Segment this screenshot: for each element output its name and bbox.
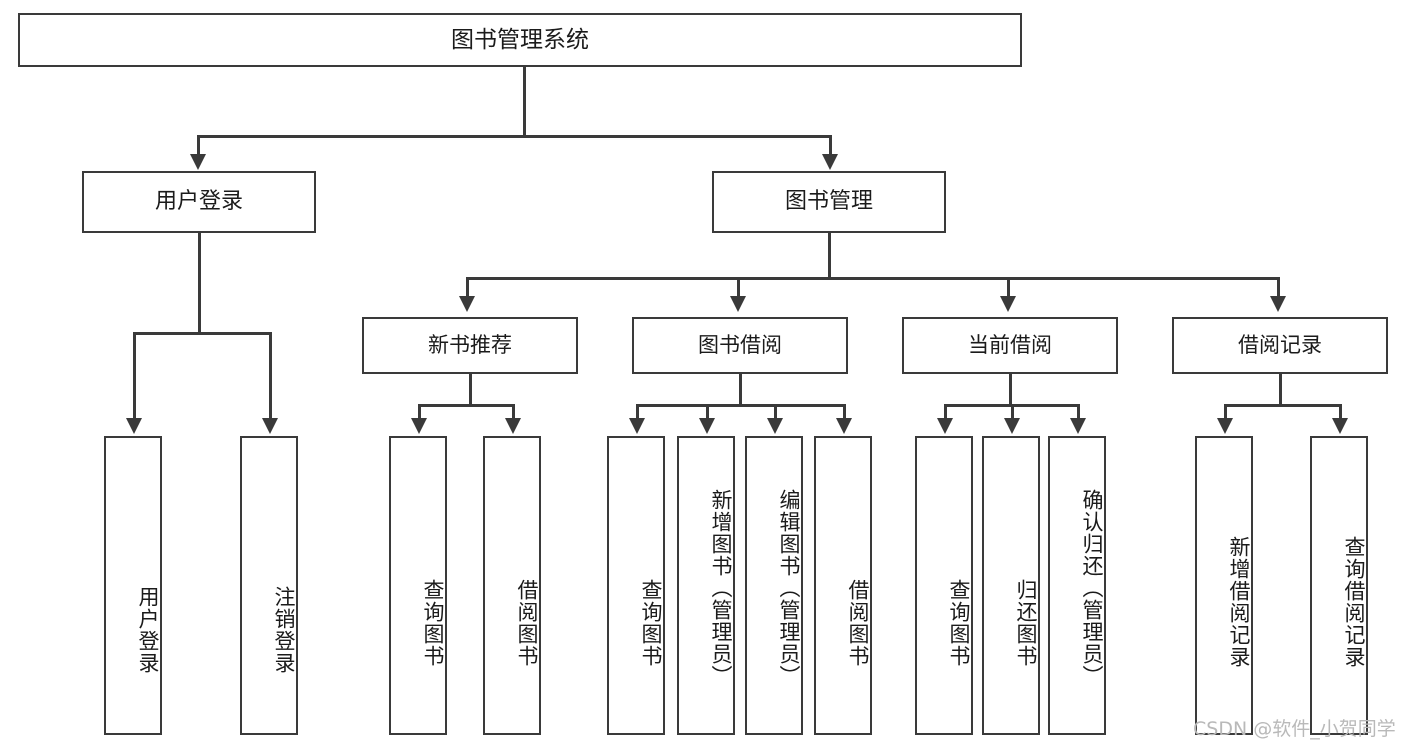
node-label: 归还图书 [1014,578,1038,667]
node-label: 借阅图书 [846,578,870,667]
arrow-to-query-book-2 [629,418,645,434]
connector-user-login-stem [198,233,201,334]
node-current-borrow[interactable]: 当前借阅 [902,317,1118,374]
node-label: 查询借阅记录 [1342,535,1366,668]
node-label: 新增图书（管理员） [709,488,733,687]
connector-bookborrow-bus [636,404,845,407]
leaf-borrow-book-newbook[interactable]: 借阅图书 [483,436,541,735]
leaf-borrow-book-borrow[interactable]: 借阅图书 [814,436,872,735]
node-root-book-management-system[interactable]: 图书管理系统 [18,13,1022,67]
arrow-to-current-borrow [1000,296,1016,312]
node-label: 注销登录 [272,585,296,674]
node-new-book-recommend[interactable]: 新书推荐 [362,317,578,374]
node-label: 借阅图书 [515,578,539,667]
arrow-to-add-borrow-record [1217,418,1233,434]
node-user-login[interactable]: 用户登录 [82,171,316,233]
connector-cb-branch-1 [944,404,947,420]
connector-bb-branch-4 [843,404,846,420]
node-label: 借阅记录 [1238,333,1322,358]
connector-bb-branch-2 [706,404,709,420]
leaf-user-login[interactable]: 用户登录 [104,436,162,735]
connector-book-management-bus [466,277,1280,280]
arrow-to-book-borrow [730,296,746,312]
connector-newbook-stem [469,374,472,406]
leaf-logout[interactable]: 注销登录 [240,436,298,735]
connector-bm-branch-4 [1277,277,1280,299]
connector-root-bus [197,135,832,138]
node-label: 图书借阅 [698,333,782,358]
node-label: 查询图书 [947,578,971,667]
leaf-query-borrow-record[interactable]: 查询借阅记录 [1310,436,1368,735]
arrow-to-edit-book [767,418,783,434]
arrow-to-query-book-1 [411,418,427,434]
connector-br-branch-2 [1339,404,1342,420]
connector-user-login-bus [133,332,271,335]
connector-currentborrow-stem [1009,374,1012,406]
node-label: 用户登录 [154,189,243,215]
arrow-to-query-borrow-record [1332,418,1348,434]
node-label: 确认归还（管理员） [1080,488,1104,687]
arrow-to-logout-leaf [262,418,278,434]
node-label: 图书管理系统 [451,26,589,53]
connector-bb-branch-1 [636,404,639,420]
arrow-to-query-book-3 [937,418,953,434]
connector-bm-branch-2 [737,277,740,299]
connector-br-branch-1 [1224,404,1227,420]
node-book-management[interactable]: 图书管理 [712,171,946,233]
connector-cb-branch-2 [1011,404,1014,420]
connector-borrowrecord-stem [1279,374,1282,406]
arrow-to-confirm-return [1070,418,1086,434]
node-label: 当前借阅 [968,333,1052,358]
connector-root-branch-left [197,135,200,157]
connector-user-login-branch-2 [269,332,272,420]
arrow-to-new-book-recommend [459,296,475,312]
connector-root-stem [523,67,526,137]
node-borrow-record[interactable]: 借阅记录 [1172,317,1388,374]
node-label: 新书推荐 [428,333,512,358]
leaf-add-borrow-record[interactable]: 新增借阅记录 [1195,436,1253,735]
connector-bm-branch-3 [1007,277,1010,299]
arrow-to-borrow-record [1270,296,1286,312]
node-label: 图书管理 [784,189,873,215]
connector-borrowrecord-bus [1224,404,1341,407]
arrow-to-borrow-book-2 [836,418,852,434]
connector-cb-branch-3 [1077,404,1080,420]
arrow-to-add-book [699,418,715,434]
connector-root-branch-right [829,135,832,157]
connector-book-management-stem [828,233,831,279]
leaf-confirm-return-admin[interactable]: 确认归还（管理员） [1048,436,1106,735]
leaf-query-book-borrow[interactable]: 查询图书 [607,436,665,735]
arrow-to-return-book [1004,418,1020,434]
leaf-return-book[interactable]: 归还图书 [982,436,1040,735]
arrow-to-borrow-book-1 [505,418,521,434]
leaf-query-book-newbook[interactable]: 查询图书 [389,436,447,735]
leaf-add-book-admin[interactable]: 新增图书（管理员） [677,436,735,735]
node-label: 新增借阅记录 [1227,535,1251,668]
connector-newbook-bus [418,404,513,407]
node-label: 查询图书 [421,578,445,667]
connector-user-login-branch-1 [133,332,136,420]
node-label: 用户登录 [136,585,160,674]
arrow-to-user-login [190,154,206,170]
arrow-to-book-management [822,154,838,170]
connector-bookborrow-stem [739,374,742,406]
arrow-to-user-login-leaf [126,418,142,434]
connector-newbook-branch-1 [418,404,421,420]
node-book-borrow[interactable]: 图书借阅 [632,317,848,374]
node-label: 编辑图书（管理员） [777,488,801,687]
leaf-query-book-current[interactable]: 查询图书 [915,436,973,735]
connector-newbook-branch-2 [512,404,515,420]
node-label: 查询图书 [639,578,663,667]
leaf-edit-book-admin[interactable]: 编辑图书（管理员） [745,436,803,735]
connector-bm-branch-1 [466,277,469,299]
connector-bb-branch-3 [774,404,777,420]
